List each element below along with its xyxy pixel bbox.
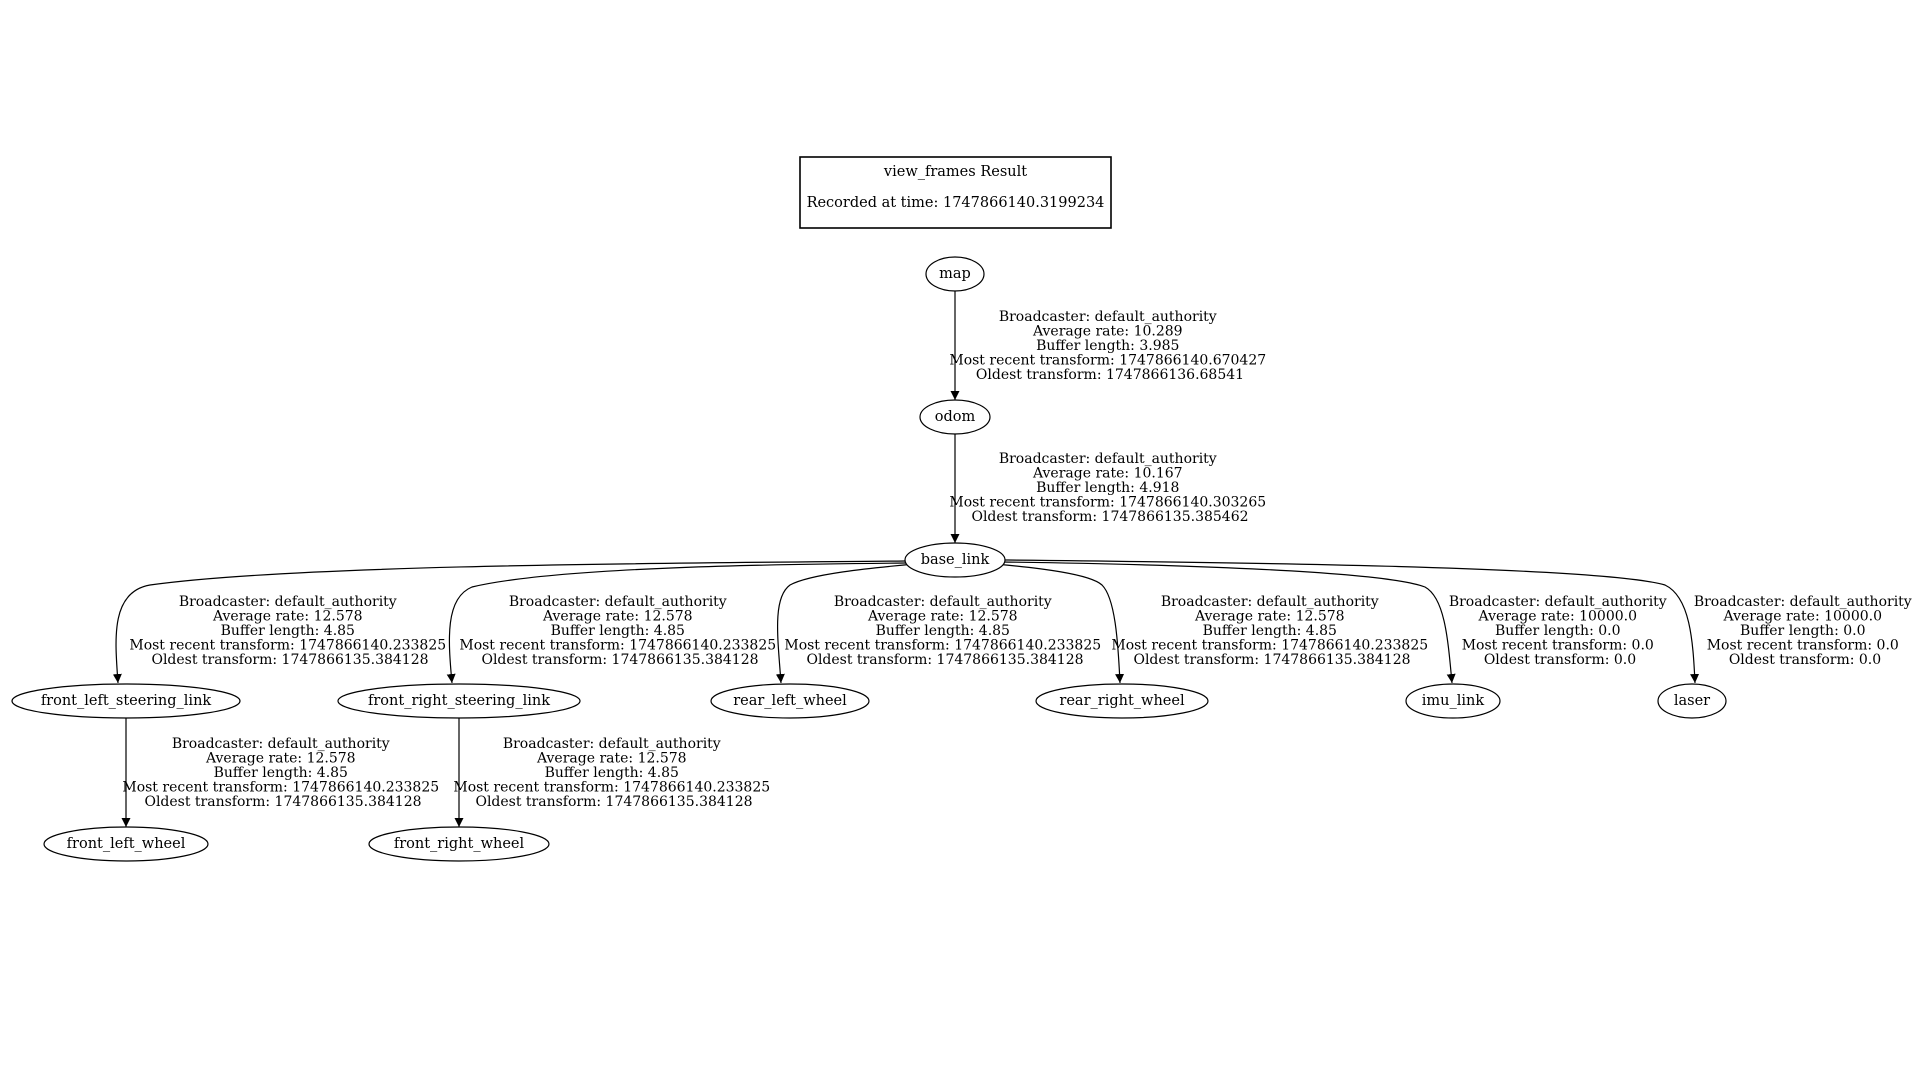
node-imu-link-label: imu_link [1422,693,1485,709]
edge-label-base-link-rear-right-wheel: Broadcaster: default_authority Average r… [1111,594,1432,668]
nodes: map odom base_link front_left_steering_l… [11,256,1727,862]
node-map-label: map [939,266,971,282]
edge-label-base-link-front-right-steering-link: Broadcaster: default_authority Average r… [459,594,780,668]
result-header-box [799,156,1112,229]
node-rear-left-wheel-label: rear_left_wheel [733,693,847,709]
node-front-right-steering-link: front_right_steering_link [337,683,581,719]
node-odom-label: odom [935,409,976,425]
edge-label-base-link-front-left-steering-link: Broadcaster: default_authority Average r… [129,594,450,668]
edge-base-link-front-left-steering-link [112,560,906,684]
edge-label-front-left-steering-link-front-left-wheel: Broadcaster: default_authority Average r… [122,736,443,810]
node-front-right-wheel-shape [368,826,550,862]
node-rear-right-wheel: rear_right_wheel [1035,683,1209,719]
edge-label-odom-base-link: Broadcaster: default_authority Average r… [949,451,1270,525]
node-front-right-steering-link-shape [337,683,581,719]
edge-base-link-front-right-steering-link [446,562,909,684]
edge-base-link-imu-link [1001,561,1456,684]
node-front-right-wheel-label: front_right_wheel [394,836,525,852]
node-front-left-wheel: front_left_wheel [43,826,209,862]
node-laser: laser [1657,683,1727,719]
node-odom: odom [919,399,991,435]
edge-base-link-rear-left-wheel [775,563,916,684]
node-rear-left-wheel: rear_left_wheel [710,683,870,719]
node-map: map [925,256,985,292]
node-front-left-steering-link-label: front_left_steering_link [41,693,212,709]
node-rear-left-wheel-shape [710,683,870,719]
node-base-link: base_link [904,542,1006,578]
node-front-left-steering-link-shape [11,683,241,719]
node-front-left-wheel-shape [43,826,209,862]
node-odom-shape [919,399,991,435]
result-header: view_frames Result Recorded at time: 174… [799,156,1112,229]
node-imu-link: imu_link [1405,683,1501,719]
edge-label-base-link-laser: Broadcaster: default_authority Average r… [1694,594,1916,668]
node-rear-right-wheel-label: rear_right_wheel [1059,693,1185,709]
header-title: view_frames Result [883,164,1027,180]
node-rear-right-wheel-shape [1035,683,1209,719]
edges [112,291,1700,827]
edge-labels: Broadcaster: default_authority Average r… [122,309,1916,810]
node-front-right-wheel: front_right_wheel [368,826,550,862]
node-base-link-label: base_link [921,552,990,568]
node-front-right-steering-link-label: front_right_steering_link [368,693,550,709]
recorded-time: Recorded at time: 1747866140.3199234 [807,195,1105,211]
node-map-shape [925,256,985,292]
node-front-left-steering-link: front_left_steering_link [11,683,241,719]
edge-label-front-right-steering-link-front-right-wheel: Broadcaster: default_authority Average r… [453,736,774,810]
node-imu-link-shape [1405,683,1501,719]
node-base-link-shape [904,542,1006,578]
edge-base-link-rear-right-wheel [994,563,1125,684]
edge-base-link-laser [1004,559,1700,684]
edge-label-base-link-rear-left-wheel: Broadcaster: default_authority Average r… [784,594,1105,668]
edge-label-map-odom: Broadcaster: default_authority Average r… [949,309,1270,383]
node-front-left-wheel-label: front_left_wheel [67,836,186,852]
node-laser-label: laser [1674,693,1710,709]
edge-label-base-link-imu-link: Broadcaster: default_authority Average r… [1449,594,1671,668]
node-laser-shape [1657,683,1727,719]
